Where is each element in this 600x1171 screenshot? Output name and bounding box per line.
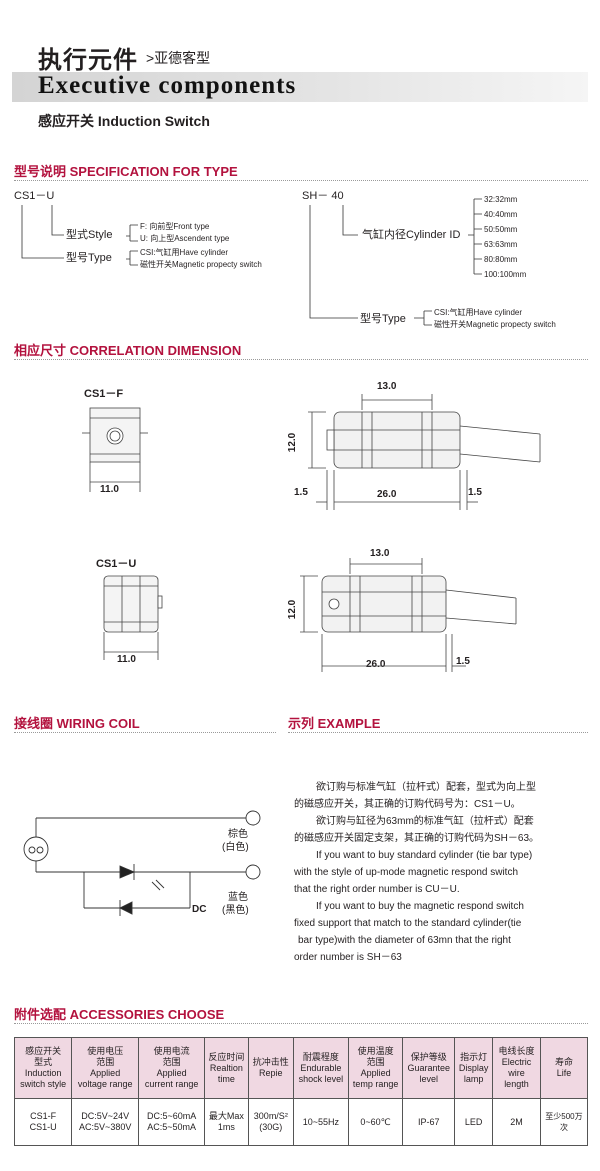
spec-bore-label: 气缸内径Cylinder ID <box>362 229 461 241</box>
wiring-heading: 接线圈 WIRING COIL <box>14 716 140 731</box>
dim-13: 13.0 <box>370 548 390 559</box>
dim-end-right: 1.5 <box>468 487 482 498</box>
divider <box>14 359 588 360</box>
title-band <box>12 72 588 102</box>
table-cell: 至少500万次 <box>539 1098 589 1146</box>
accessories-heading: 附件选配 ACCESSORIES CHOOSE <box>14 1007 225 1022</box>
cs1-u-front-view <box>103 575 163 660</box>
dimension-heading: 相应尺寸 CORRELATION DIMENSION <box>14 343 242 358</box>
table-cell: IP-67 <box>402 1098 456 1146</box>
spec-style-option: F: 向前型Front type <box>140 222 210 231</box>
dim-width: 11.0 <box>117 654 136 665</box>
dim-13: 13.0 <box>377 381 397 392</box>
divider <box>288 732 588 733</box>
example-line: If you want to buy the magnetic respond … <box>316 901 524 912</box>
example-line: If you want to buy standard cylinder (ti… <box>316 850 533 861</box>
example-line: with the style of up-mode magnetic respo… <box>294 867 518 878</box>
spec-right-code: SH－ 40 <box>302 190 344 202</box>
example-line: 欲订购与缸径为63mm的标准气缸（拉杆式）配套 <box>316 816 534 827</box>
spec-connector-lines <box>21 198 482 326</box>
example-line: that the right order number is CU－U. <box>294 884 460 895</box>
table-cell: 2M <box>492 1098 541 1146</box>
dim-width: 11.0 <box>100 484 119 495</box>
example-heading: 示列 EXAMPLE <box>288 716 381 731</box>
cs1-f-side-view <box>308 394 541 510</box>
wire-color-white: (白色) <box>222 842 249 853</box>
bore-option: 40:40mm <box>484 210 518 219</box>
spec-left-code: CS1－U <box>14 190 55 202</box>
dc-label: DC <box>192 904 207 915</box>
spec-type-label: 型号Type <box>66 252 112 264</box>
wire-color-black: (黑色) <box>222 905 249 916</box>
dim-end-right: 1.5 <box>456 656 470 667</box>
example-line: 的磁感应开关固定支架，其正确的订购代码为SH－63。 <box>294 833 540 844</box>
page-title-subtitle: >亚德客型 <box>146 50 211 66</box>
spec-type-option: 磁性开关Magnetic propecty switch <box>140 260 262 269</box>
wire-color-brown: 棕色 <box>228 829 248 840</box>
cs1-u-side-view <box>300 558 517 672</box>
spec-right-type-option: 磁性开关Magnetic propecty switch <box>434 320 556 329</box>
divider <box>14 732 276 733</box>
cs1-f-front-view <box>82 407 148 492</box>
spec-right-type-label: 型号Type <box>360 313 406 325</box>
spec-style-option: U: 向上型Ascendent type <box>140 234 230 243</box>
example-line: 欲订购与标准气缸（拉杆式）配套，型式为向上型 <box>316 782 536 793</box>
example-line: fixed support that match to the standard… <box>294 918 522 929</box>
spec-type-option: CSI:气缸用Have cylinder <box>140 248 229 257</box>
bore-option: 80:80mm <box>484 255 518 264</box>
page-title-en: Executive components <box>38 72 297 99</box>
table-cell: 0~60℃ <box>347 1098 404 1146</box>
bore-option: 32:32mm <box>484 195 518 204</box>
dim-length: 26.0 <box>366 659 386 670</box>
divider <box>14 180 588 181</box>
product-title: 感应开关 Induction Switch <box>38 113 210 129</box>
wiring-diagram <box>23 810 261 916</box>
table-cell: 300m/S²(30G) <box>247 1098 294 1146</box>
spec-style-label: 型式Style <box>66 229 113 241</box>
dim-end-left: 1.5 <box>294 487 308 498</box>
spec-right-type-option: CSI:气缸用Have cylinder <box>434 308 523 317</box>
example-line: order number is SH－63 <box>294 952 402 963</box>
bore-option: 63:63mm <box>484 240 518 249</box>
wire-color-blue: 蓝色 <box>228 892 248 903</box>
dim-length: 26.0 <box>377 489 397 500</box>
page-title-cn: 执行元件 <box>38 45 138 74</box>
divider <box>14 1023 588 1024</box>
example-text: 欲订购与标准气缸（拉杆式）配套，型式为向上型 的磁感应开关，其正确的订购代码号为… <box>294 779 594 966</box>
cs1-f-label: CS1－F <box>84 388 124 400</box>
bore-option: 50:50mm <box>484 225 518 234</box>
cs1-u-label: CS1－U <box>96 558 137 570</box>
example-line: 的磁感应开关，其正确的订购代码号为：CS1－U。 <box>294 799 521 810</box>
example-line: bar type)with the diameter of 63mn that … <box>298 935 511 946</box>
bore-option: 100:100mm <box>484 270 527 279</box>
table-cell: LED <box>454 1098 494 1146</box>
spec-heading: 型号说明 SPECIFICATION FOR TYPE <box>14 164 238 179</box>
dimension-drawings <box>82 394 541 672</box>
table-cell: 10~55Hz <box>292 1098 349 1146</box>
